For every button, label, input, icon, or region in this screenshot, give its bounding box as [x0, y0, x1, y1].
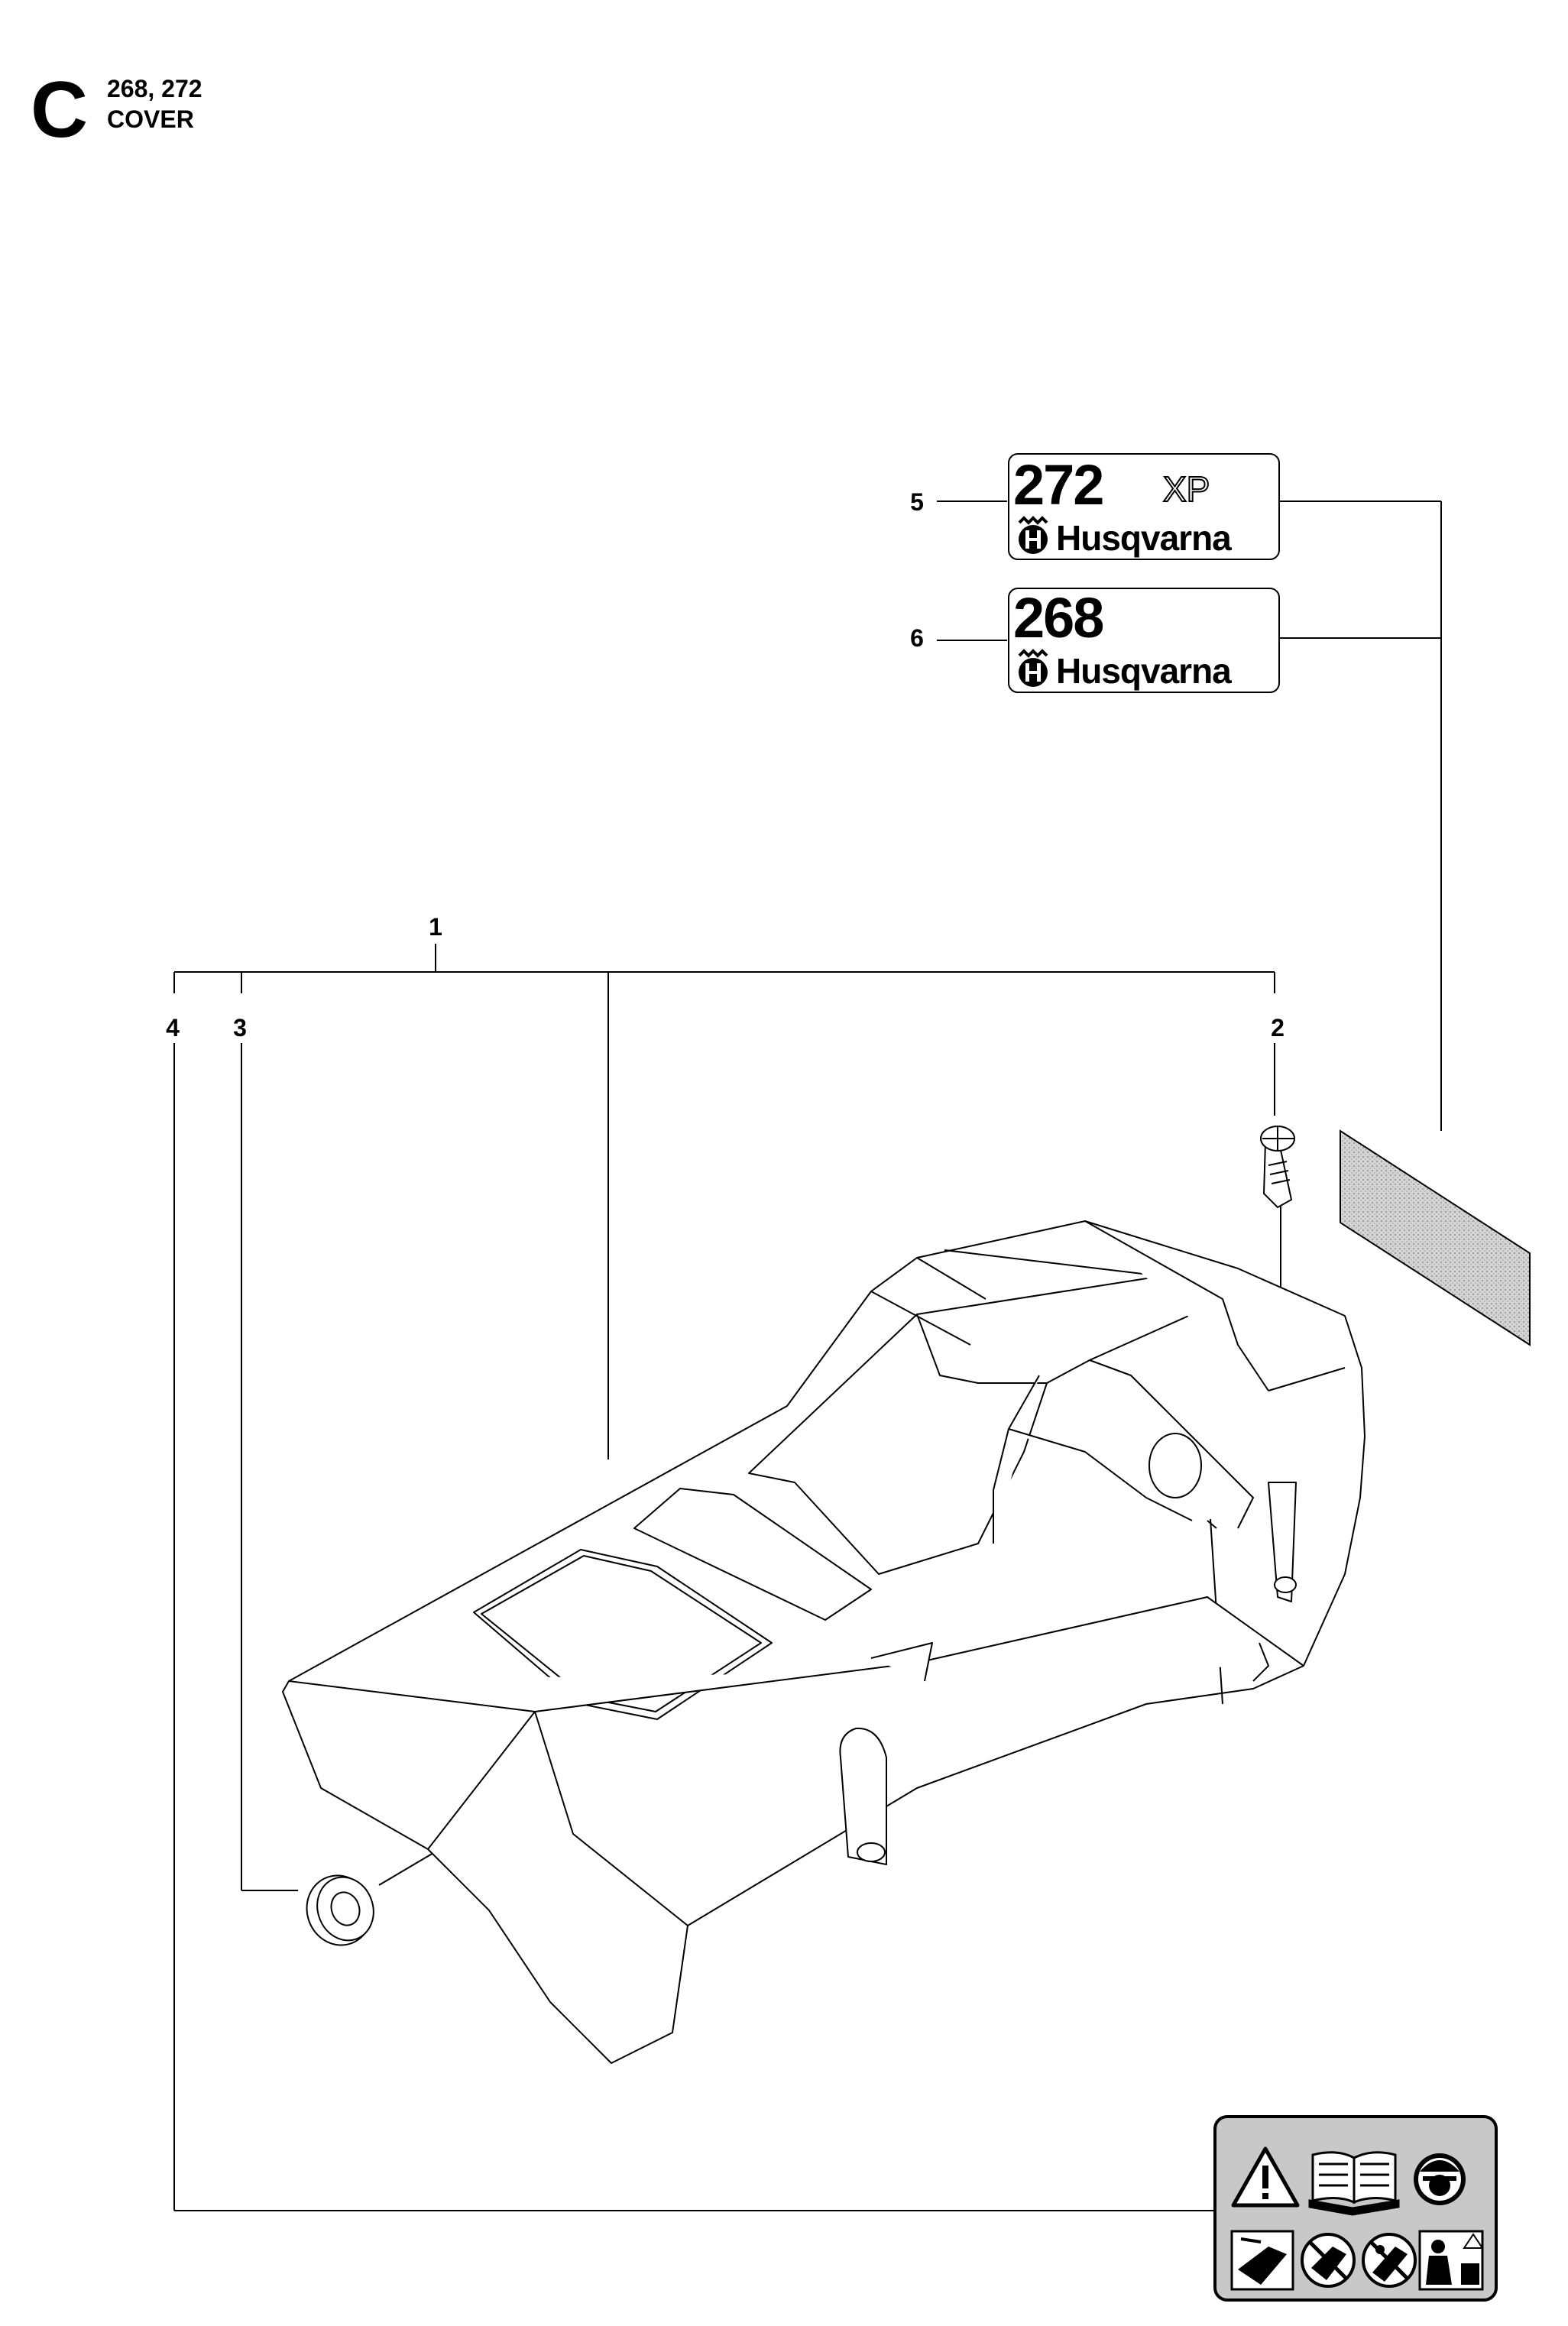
husqvarna-logo-icon: [1018, 649, 1048, 687]
head-protection-icon: [1414, 2153, 1466, 2205]
callout-6: 6: [910, 624, 924, 652]
blank-decal: [1340, 1129, 1531, 1346]
page-header: C 268, 272 COVER: [31, 70, 336, 154]
cylinder-cover: [282, 1220, 1366, 2064]
page-title: COVER: [107, 105, 194, 133]
husqvarna-logo-icon: [1018, 516, 1048, 554]
callout-1: 1: [429, 913, 442, 941]
decal-272xp-model: 272: [1013, 453, 1103, 517]
callout-4: 4: [166, 1014, 180, 1042]
decal-272xp-brand: Husqvarna: [1056, 518, 1232, 558]
callout-5: 5: [910, 488, 924, 516]
two-hand-grip-icon: [1418, 2230, 1484, 2291]
no-one-handed-use-icon: [1301, 2233, 1356, 2288]
no-tip-contact-icon: [1362, 2233, 1417, 2288]
decal-268: 268 Husqvarna: [1008, 586, 1280, 693]
kickback-hazard-icon: [1230, 2230, 1294, 2291]
read-manual-icon: [1308, 2151, 1400, 2216]
model-numbers: 268, 272: [107, 75, 202, 102]
rubber-washer: [306, 1874, 374, 1946]
decal-272xp: 272 XP Husqvarna: [1008, 453, 1280, 560]
cover-screw: [1260, 1126, 1295, 1209]
decal-268-brand: Husqvarna: [1056, 651, 1232, 691]
decal-272xp-suffix: XP: [1163, 469, 1210, 509]
warning-triangle-icon: [1231, 2146, 1300, 2208]
section-letter: C: [31, 66, 89, 154]
warning-label: [1213, 2115, 1498, 2302]
callout-2: 2: [1271, 1014, 1285, 1042]
decal-268-model: 268: [1013, 586, 1103, 650]
callout-3: 3: [233, 1014, 247, 1042]
